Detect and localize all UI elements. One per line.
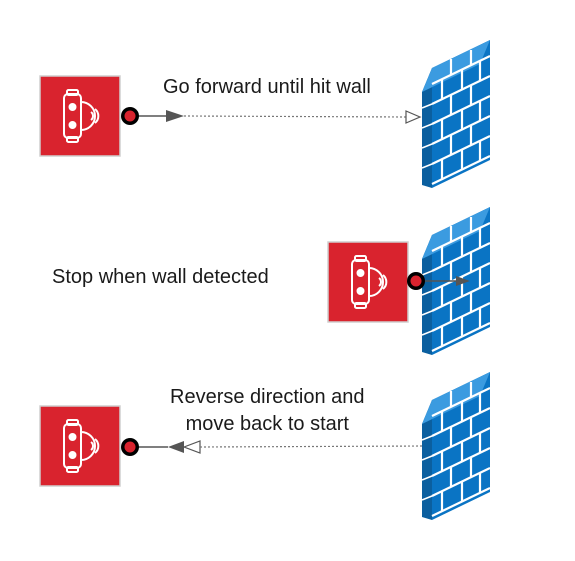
brick-wall-icon xyxy=(420,38,492,190)
sensor-icon xyxy=(407,272,425,290)
step-2 xyxy=(327,205,492,357)
sensor-icon xyxy=(121,107,139,125)
brick-wall-icon xyxy=(420,370,492,522)
step-2-label: Stop when wall detected xyxy=(52,266,269,288)
robot-icon xyxy=(39,405,121,487)
sensor-icon xyxy=(121,438,139,456)
step-3 xyxy=(39,370,492,522)
robot-icon xyxy=(327,241,409,323)
stop-arrow xyxy=(422,276,470,286)
robot-icon xyxy=(39,75,121,157)
step-3-label-line-2: move back to start xyxy=(185,413,349,435)
step-3-label: Reverse direction and move back to start xyxy=(170,384,365,438)
forward-arrow xyxy=(138,110,422,124)
step-1 xyxy=(39,38,492,190)
step-1-label: Go forward until hit wall xyxy=(163,76,371,98)
reverse-arrow xyxy=(138,440,427,454)
step-3-label-line-1: Reverse direction and xyxy=(170,386,365,408)
